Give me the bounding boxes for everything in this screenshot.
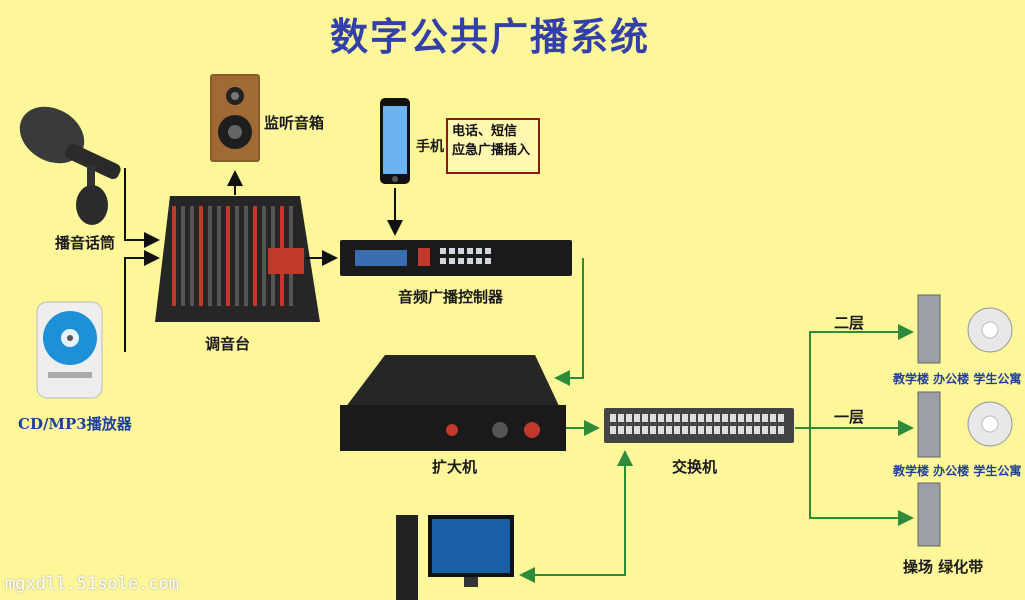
label-microphone: 播音话筒 xyxy=(55,234,116,252)
mixer-icon xyxy=(155,196,320,322)
label-zone-bottom: 操场 绿化带 xyxy=(903,558,984,576)
watermark: mgxdll.51sole.com xyxy=(5,574,179,594)
computer-icon xyxy=(396,515,514,600)
label-monitor-speaker: 监听音箱 xyxy=(264,114,325,132)
phone-icon xyxy=(380,98,410,184)
page-title: 数字公共广播系统 xyxy=(330,14,651,59)
zone-panel-top xyxy=(917,294,1013,364)
label-switch: 交换机 xyxy=(672,458,718,476)
label-phone: 手机 xyxy=(416,139,444,155)
zone-panel-bottom xyxy=(917,482,941,547)
label-amplifier: 扩大机 xyxy=(432,458,478,476)
cd-player-icon xyxy=(36,301,103,399)
amplifier-icon xyxy=(340,355,566,451)
microphone-icon xyxy=(19,106,121,225)
label-zone-top: 教学楼 办公楼 学生公寓 xyxy=(893,372,1022,386)
phone-box-line2: 应急广播插入 xyxy=(452,143,531,158)
black-arrows xyxy=(124,168,403,352)
label-zone-mid: 教学楼 办公楼 学生公寓 xyxy=(893,464,1022,478)
monitor-speaker-icon xyxy=(210,74,260,162)
label-floor1: 一层 xyxy=(834,408,865,426)
label-mixer: 调音台 xyxy=(205,335,251,353)
network-switch-icon xyxy=(604,408,794,443)
green-arrows xyxy=(519,258,914,583)
label-cd-player: CD/MP3播放器 xyxy=(18,415,132,433)
phone-box-line1: 电话、短信 xyxy=(452,124,518,139)
broadcast-controller-icon xyxy=(340,240,572,276)
zone-panel-mid xyxy=(917,391,1013,458)
label-floor2: 二层 xyxy=(834,314,865,332)
phone-message-box: 电话、短信 应急广播插入 xyxy=(446,118,540,174)
label-controller: 音频广播控制器 xyxy=(398,288,504,306)
